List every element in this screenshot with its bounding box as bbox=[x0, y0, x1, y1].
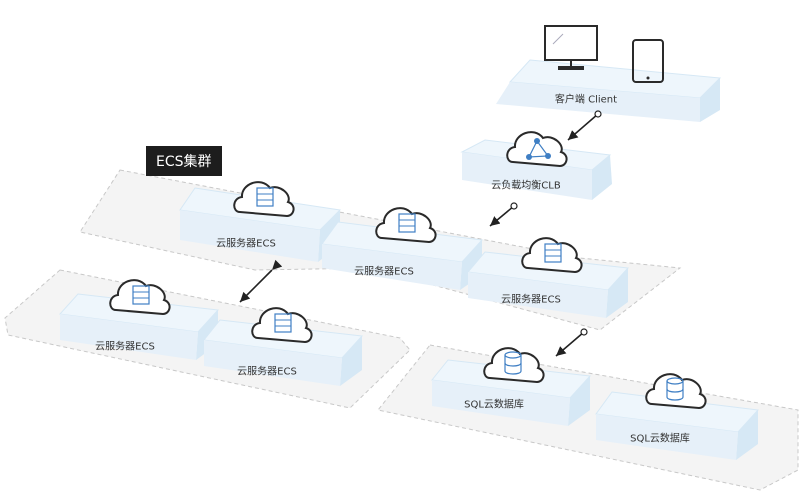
clb-to-ecs-connector bbox=[489, 202, 518, 227]
database-cloud-icon bbox=[483, 347, 545, 384]
server-cloud-icon bbox=[109, 279, 171, 316]
ecs-bidirectional-connector bbox=[239, 259, 283, 303]
ecs-label-2: 云服务器ECS bbox=[354, 266, 414, 278]
sql-card-2 bbox=[595, 373, 760, 460]
ecs-label-3: 云服务器ECS bbox=[501, 294, 561, 306]
ecs-label-1: 云服务器ECS bbox=[216, 238, 276, 250]
client-to-clb-connector bbox=[567, 110, 602, 141]
clb-label: 云负载均衡CLB bbox=[491, 180, 561, 192]
server-cloud-icon bbox=[375, 207, 437, 244]
ecs-card-5 bbox=[203, 307, 364, 386]
monitor-icon bbox=[544, 25, 598, 70]
client-label: 客户端 Client bbox=[554, 94, 618, 106]
ecs-card-2 bbox=[321, 207, 484, 290]
server-cloud-icon bbox=[233, 181, 295, 218]
sql-label-2: SQL云数据库 bbox=[630, 433, 690, 445]
sql-card-1 bbox=[431, 347, 592, 426]
cluster-tag: ECS集群 bbox=[146, 146, 222, 176]
ecs-label-5: 云服务器ECS bbox=[237, 366, 297, 378]
database-cloud-icon bbox=[645, 373, 707, 410]
ecs-label-4: 云服务器ECS bbox=[95, 341, 155, 353]
tablet-icon bbox=[632, 39, 664, 83]
network-icon bbox=[506, 131, 568, 168]
server-cloud-icon bbox=[521, 237, 583, 274]
ecs-card-3 bbox=[467, 237, 630, 318]
ecs-card-1 bbox=[179, 181, 342, 262]
clb-card bbox=[460, 131, 612, 200]
sql-label-1: SQL云数据库 bbox=[464, 399, 524, 411]
server-cloud-icon bbox=[251, 307, 313, 344]
client-card bbox=[496, 25, 722, 122]
ecs-to-sql-connector bbox=[555, 328, 588, 357]
